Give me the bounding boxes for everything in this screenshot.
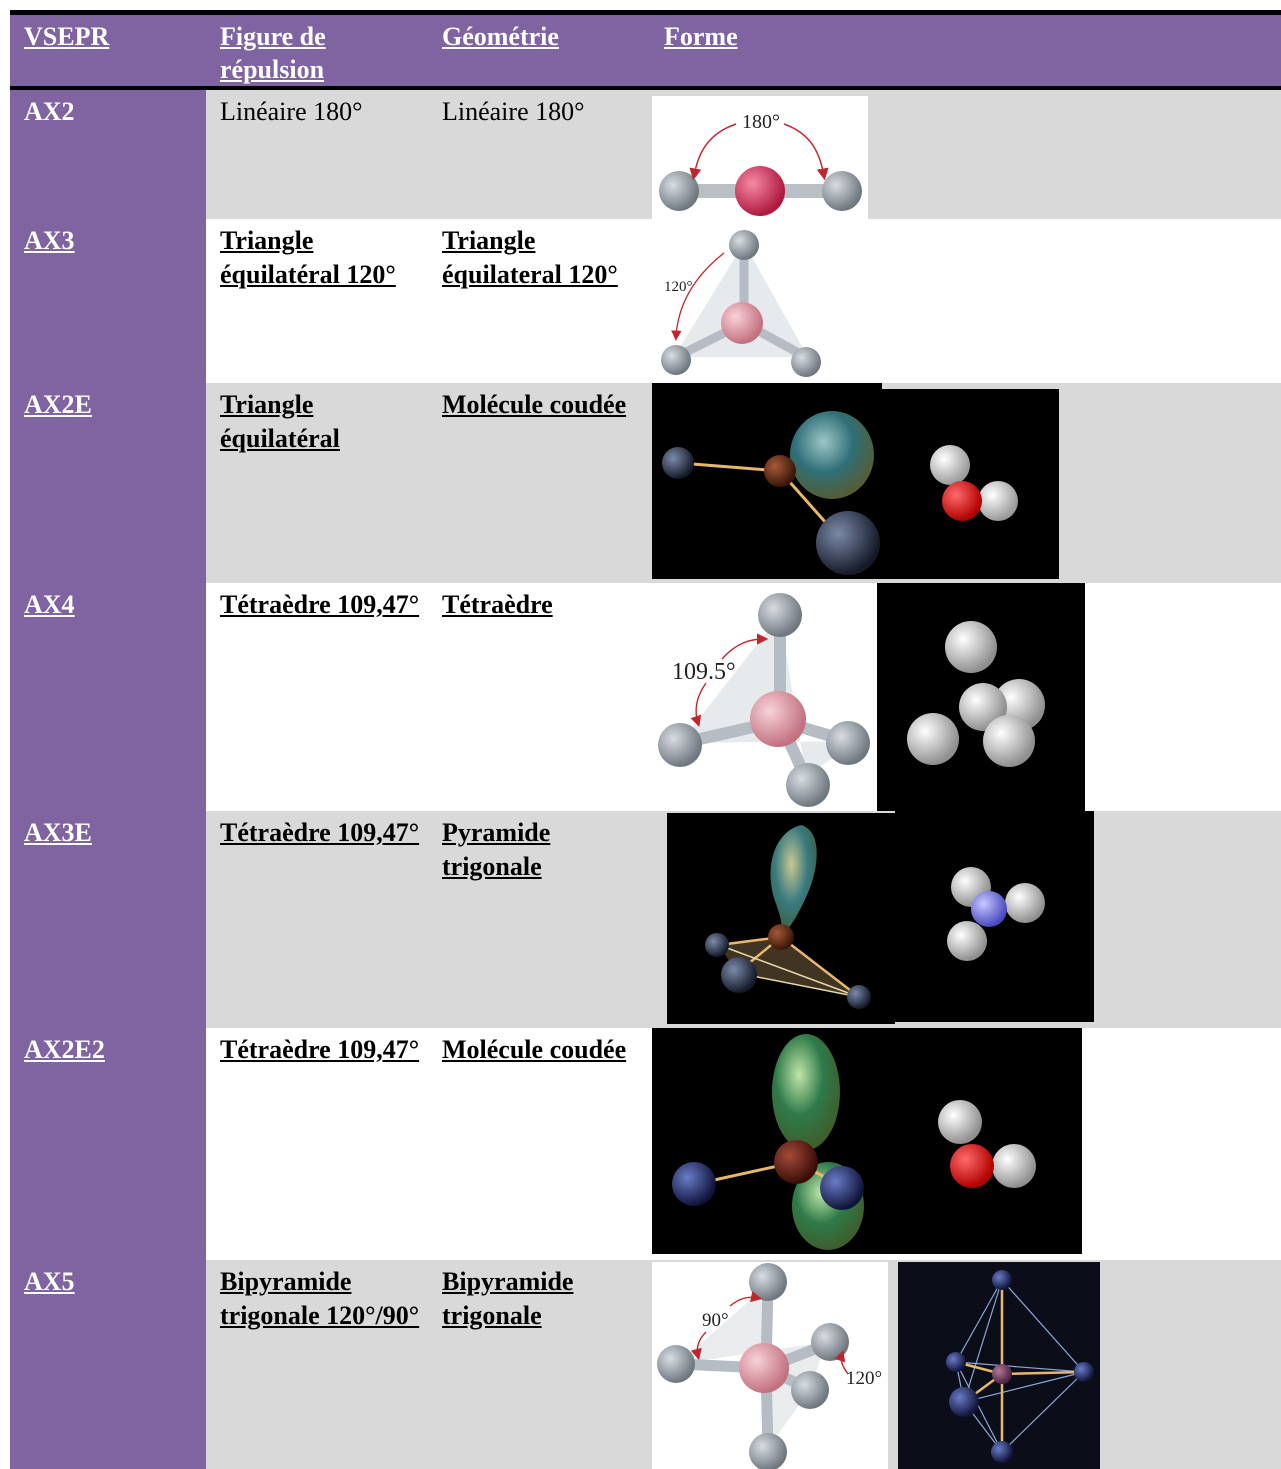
figure-label: Triangle équilatéral 120° [220,226,396,289]
angle-109-label: 109.5° [672,659,736,685]
table-row: AX3 Triangle équilatéral 120° Triangle é… [10,219,1281,383]
top-rule [10,10,1281,15]
form-cell [650,383,1281,583]
angle-90-label: 90° [702,1310,729,1331]
trigonal-planar-image: 120° [656,225,836,383]
table-row: AX2E2 Tétraèdre 109,47° Molécule coudée [10,1028,1281,1260]
figure-label: Tétraèdre 109,47° [220,590,420,619]
figure-cell: Bipyramide trigonale 120°/90° [206,1260,428,1469]
bipyramid-frame-image [898,1262,1100,1469]
vsepr-table: VSEPR Figure de répulsion Géométrie Form… [10,15,1281,1469]
angle-180-label: 180° [742,111,780,133]
header-geometrie: Géométrie [428,15,650,90]
form-cell: 90° 120° [650,1260,1281,1469]
geometry-cell: Molécule coudée [428,383,650,583]
geometry-label: Linéaire 180° [442,97,585,126]
header-vsepr: VSEPR [10,15,206,90]
vsepr-cell: AX4 [10,583,206,811]
figure-label: Triangle équilatéral [220,390,340,453]
header-forme: Forme [650,15,1281,90]
form-cell: 120° [650,219,1281,383]
figure-cell: Triangle équilatéral 120° [206,219,428,383]
form-cell [650,811,1281,1028]
pyramidal-orbital-image [667,813,895,1024]
geometry-cell: Linéaire 180° [428,88,650,219]
vsepr-cell: AX3E [10,811,206,1028]
geometry-label: Triangle équilateral 120° [442,226,618,289]
header-geometrie-label: Géométrie [442,22,559,51]
figure-cell: Linéaire 180° [206,88,428,219]
linear-molecule-image: 180° [652,96,868,221]
table-row: AX4 Tétraèdre 109,47° Tétraèdre [10,583,1281,811]
methane-molecule-image [877,583,1085,811]
table-row: AX3E Tétraèdre 109,47° Pyramide trigonal… [10,811,1281,1028]
geometry-cell: Molécule coudée [428,1028,650,1260]
form-cell: 180° [650,88,1281,221]
water-molecule-image [882,389,1059,579]
vsepr-cell: AX5 [10,1260,206,1469]
figure-cell: Tétraèdre 109,47° [206,1028,428,1260]
vsepr-label: AX3E [24,818,92,847]
vsepr-label: AX4 [24,590,75,619]
figure-cell: Tétraèdre 109,47° [206,811,428,1028]
geometry-label: Tétraèdre [442,590,553,619]
header-figure-label: Figure de répulsion [220,22,326,84]
header-figure: Figure de répulsion [206,15,428,90]
angle-120b-label: 120° [846,1368,882,1389]
geometry-label: Bipyramide trigonale [442,1267,574,1330]
bent-two-lone-pairs-image [652,1028,1082,1254]
table-row: AX2E Triangle équilatéral Molécule coudé… [10,383,1281,583]
angle-120-label: 120° [664,279,693,295]
vsepr-label: AX3 [24,226,75,255]
header-row: VSEPR Figure de répulsion Géométrie Form… [10,15,1281,90]
ammonia-molecule-image [895,811,1094,1022]
figure-cell: Triangle équilatéral [206,383,428,583]
vsepr-cell: AX3 [10,219,206,383]
geometry-label: Molécule coudée [442,1035,627,1064]
figure-label: Linéaire 180° [220,97,363,126]
vsepr-label: AX5 [24,1267,75,1296]
figure-label: Bipyramide trigonale 120°/90° [220,1267,420,1330]
geometry-cell: Pyramide trigonale [428,811,650,1028]
header-vsepr-label: VSEPR [24,22,110,51]
table-row: AX5 Bipyramide trigonale 120°/90° Bipyra… [10,1260,1281,1469]
table-row: AX2 Linéaire 180° Linéaire 180° 18 [10,88,1281,221]
vsepr-label: AX2E2 [24,1035,105,1064]
figure-label: Tétraèdre 109,47° [220,818,420,847]
tetrahedral-image: 109.5° [652,587,874,811]
vsepr-label: AX2 [24,97,75,126]
form-cell: 109.5° [650,583,1281,811]
figure-cell: Tétraèdre 109,47° [206,583,428,811]
vsepr-cell: AX2E [10,383,206,583]
header-forme-label: Forme [664,22,738,51]
trigonal-bipyramidal-image: 90° 120° [652,1262,888,1469]
geometry-cell: Bipyramide trigonale [428,1260,650,1469]
geometry-cell: Tétraèdre [428,583,650,811]
vsepr-label: AX2E [24,390,92,419]
geometry-cell: Triangle équilateral 120° [428,219,650,383]
geometry-label: Molécule coudée [442,390,627,419]
vsepr-cell: AX2 [10,88,206,219]
bent-orbital-image [652,383,882,579]
vsepr-cell: AX2E2 [10,1028,206,1260]
form-cell [650,1028,1281,1260]
figure-label: Tétraèdre 109,47° [220,1035,420,1064]
geometry-label: Pyramide trigonale [442,818,551,881]
